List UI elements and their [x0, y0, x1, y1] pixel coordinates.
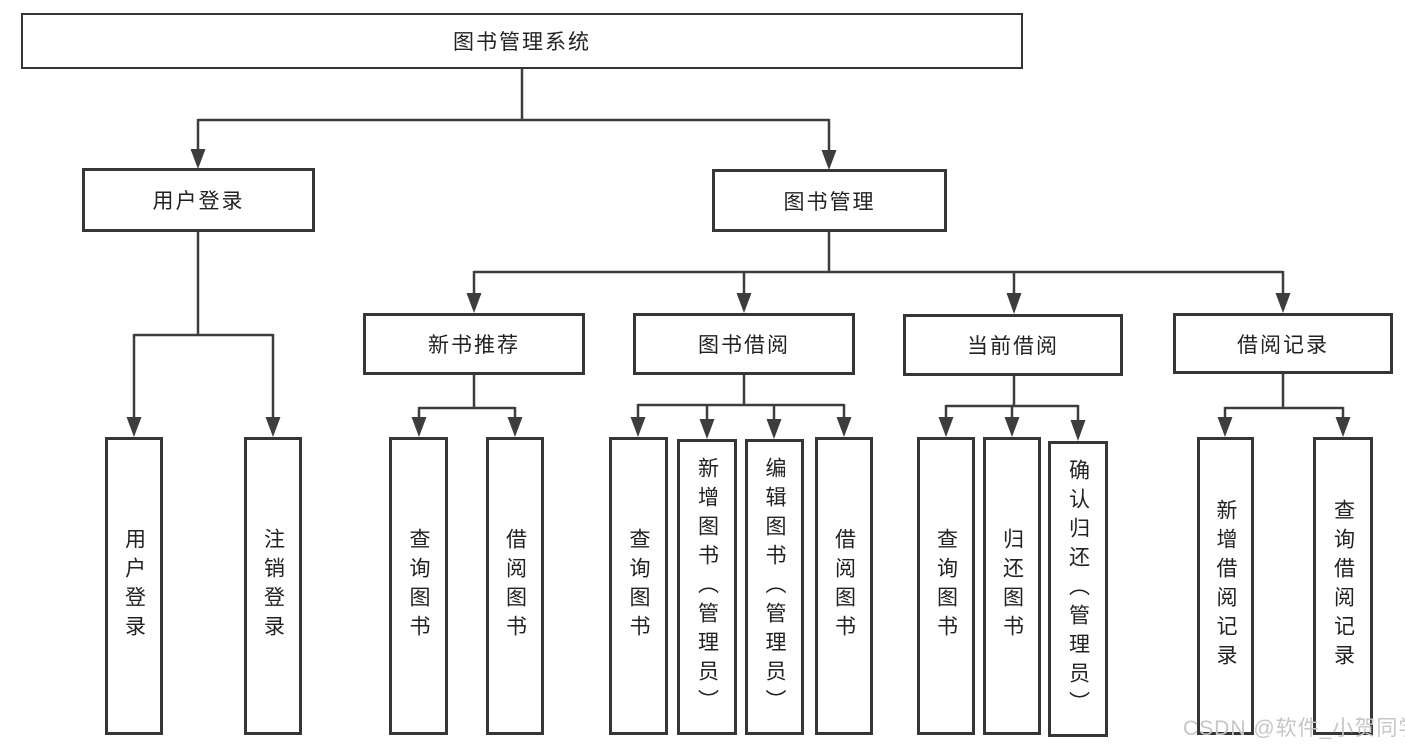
- node-book-borrow: 图书借阅: [633, 313, 855, 375]
- leaf-records-add: 新增借阅记录: [1197, 437, 1254, 735]
- leaf-current-return: 归还图书: [983, 437, 1041, 735]
- leaf-borrow-query: 查询图书: [609, 437, 668, 735]
- node-borrow-records: 借阅记录: [1173, 313, 1393, 374]
- edges-book-borrow: [630, 375, 852, 439]
- watermark: CSDN @软件_小贺同学: [1183, 717, 1405, 740]
- leaf-logout: 注销登录: [244, 437, 302, 735]
- leaf-borrow-add-admin: 新增图书（管理员）: [677, 439, 737, 735]
- edges-user-login: [126, 232, 281, 437]
- edges-current-borrow: [938, 376, 1086, 441]
- leaf-current-confirm-admin: 确认归还（管理员）: [1048, 441, 1108, 737]
- leaf-borrow-borrow: 借阅图书: [815, 437, 873, 735]
- node-new-book-rec: 新书推荐: [363, 313, 585, 375]
- leaf-newbook-query: 查询图书: [389, 437, 448, 735]
- leaf-borrow-edit-admin: 编辑图书（管理员）: [745, 439, 804, 735]
- node-current-borrow: 当前借阅: [903, 314, 1123, 376]
- edges-borrow-records: [1217, 374, 1351, 437]
- leaf-newbook-borrow: 借阅图书: [486, 437, 544, 735]
- edges-new-book: [411, 375, 523, 437]
- leaf-user-login: 用户登录: [105, 437, 163, 735]
- leaf-records-query: 查询借阅记录: [1313, 437, 1373, 735]
- edges-book-mgmt: [466, 232, 1291, 314]
- edges-root-to-level2: [190, 69, 837, 170]
- node-root-system: 图书管理系统: [21, 13, 1023, 69]
- node-user-login: 用户登录: [82, 168, 315, 232]
- node-book-mgmt: 图书管理: [712, 169, 947, 232]
- leaf-current-query: 查询图书: [917, 437, 975, 735]
